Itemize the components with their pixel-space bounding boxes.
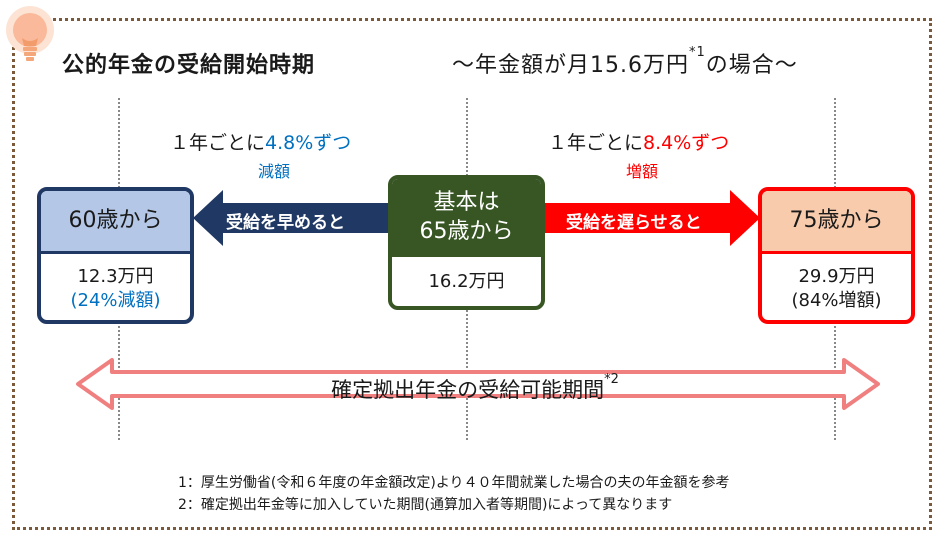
early-rate: １年ごとに4.8%ずつ bbox=[170, 132, 352, 154]
late-rate: １年ごとに8.4%ずつ bbox=[548, 132, 730, 154]
base-amount: 16.2万円 bbox=[428, 270, 505, 292]
footnote-1: 1：厚生労働省(令和６年度の年金額改定)より４０年間就業した場合の夫の年金額を参… bbox=[178, 475, 730, 491]
span-label: 確定拠出年金の受給可能期間*2 bbox=[331, 372, 619, 402]
late-rate-note: 増額 bbox=[626, 162, 659, 181]
late-arrow bbox=[543, 190, 760, 246]
base-box: 基本は 65歳から 16.2万円 bbox=[388, 175, 545, 310]
page-title: 公的年金の受給開始時期 bbox=[62, 53, 316, 78]
late-box-body: 29.9万円 (84%増額) bbox=[762, 254, 911, 320]
late-change: (84%増額) bbox=[791, 290, 882, 311]
early-box: 60歳から 12.3万円 (24%減額) bbox=[37, 187, 194, 324]
base-box-label: 基本は 65歳から bbox=[392, 179, 541, 257]
early-arrow bbox=[193, 190, 390, 246]
dotted-frame bbox=[12, 18, 932, 530]
early-amount: 12.3万円 bbox=[77, 265, 154, 287]
early-arrow-label: 受給を早めると bbox=[226, 213, 345, 233]
lightbulb-icon bbox=[6, 6, 54, 61]
late-amount: 29.9万円 bbox=[798, 265, 875, 287]
late-arrow-label: 受給を遅らせると bbox=[566, 213, 702, 233]
page-subtitle: ～年金額が月15.6万円*1の場合～ bbox=[452, 45, 798, 78]
early-box-label: 60歳から bbox=[41, 191, 190, 254]
span-double-arrow bbox=[76, 358, 880, 410]
footnotes: 1：厚生労働省(令和６年度の年金額改定)より４０年間就業した場合の夫の年金額を参… bbox=[178, 472, 730, 516]
early-rate-note: 減額 bbox=[258, 162, 291, 181]
early-box-body: 12.3万円 (24%減額) bbox=[41, 254, 190, 320]
base-box-body: 16.2万円 bbox=[392, 257, 541, 306]
late-box: 75歳から 29.9万円 (84%増額) bbox=[758, 187, 915, 324]
footnote-2: 2：確定拠出年金等に加入していた期間(通算加入者等期間)によって異なります bbox=[178, 497, 673, 513]
late-box-label: 75歳から bbox=[762, 191, 911, 254]
early-change: (24%減額) bbox=[70, 290, 161, 311]
